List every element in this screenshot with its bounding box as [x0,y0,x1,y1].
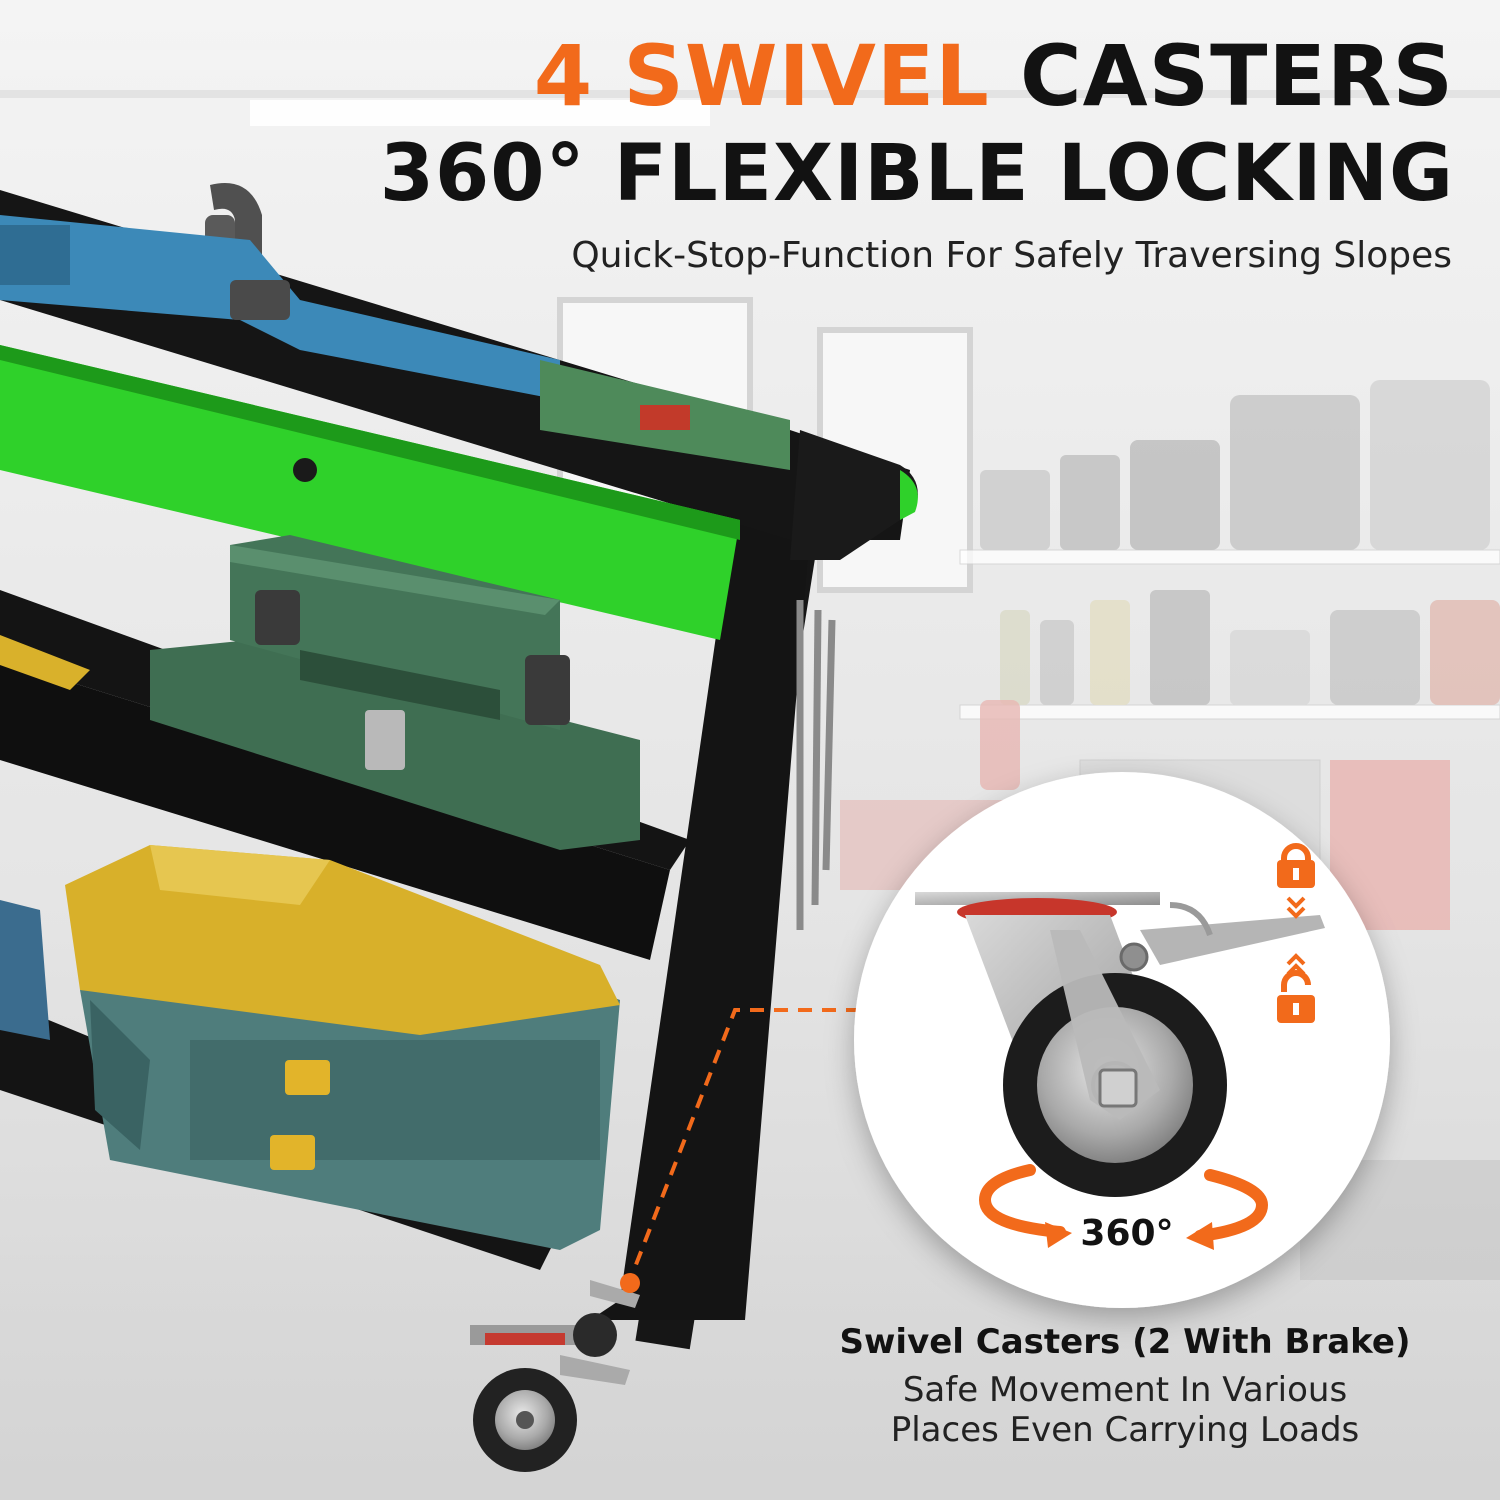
headline-line-1: 4 SWIVEL CASTERS [534,28,1454,124]
headline-accent: 4 SWIVEL [533,27,990,125]
subheadline: Quick-Stop-Function For Safely Traversin… [571,235,1452,276]
callout-line [620,1008,860,1293]
green-toolbox [150,535,640,850]
caster-caption-body: Safe Movement In Various Places Even Car… [800,1370,1450,1450]
rotation-angle-label: 360° [1080,1213,1174,1254]
caster-caption-title: Swivel Casters (2 With Brake) [839,1322,1411,1362]
cart-caster [470,1280,640,1472]
caster-zoom-circle [854,772,1390,1308]
hanging-wrenches [796,600,836,930]
green-drawer [0,345,740,640]
tool-cart [0,183,918,1472]
caster-caption: Swivel Casters (2 With Brake) Safe Movem… [800,1318,1450,1450]
caster-caption-line-2: Places Even Carrying Loads [890,1410,1360,1450]
lock-closed-icon [1277,843,1315,888]
lock-open-icon [1277,970,1315,1023]
chevron-down-icon [1286,896,1306,919]
headline-rest: CASTERS [1019,27,1454,125]
caster-caption-line-1: Safe Movement In Various [902,1370,1348,1410]
yellow-toolbox [65,845,620,1250]
headline-line-2: 360° FLEXIBLE LOCKING [379,129,1454,219]
rotate-arrow-icon [978,1164,1269,1250]
